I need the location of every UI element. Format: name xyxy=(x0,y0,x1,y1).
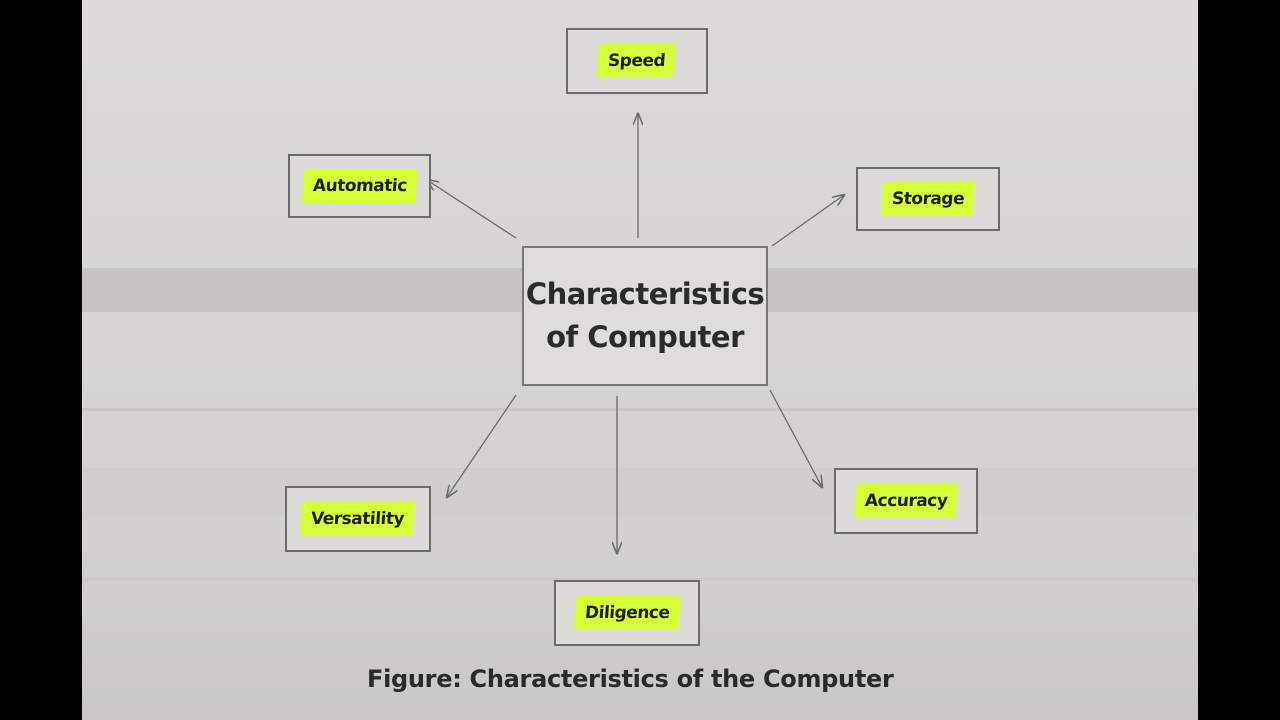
arrow-to-automatic xyxy=(427,180,517,239)
rule-line xyxy=(82,578,1198,581)
node-accuracy: Accuracy xyxy=(834,468,978,534)
node-speed-label: Speed xyxy=(597,44,677,78)
node-diligence: Diligence xyxy=(554,580,700,646)
arrow-to-storage xyxy=(771,195,844,247)
node-versatility: Versatility xyxy=(285,486,431,552)
shaded-band xyxy=(82,468,1198,516)
node-diligence-label: Diligence xyxy=(573,596,681,630)
figure-caption: Figure: Characteristics of the Computer xyxy=(367,665,894,693)
node-versatility-label: Versatility xyxy=(300,502,416,536)
arrow-to-versatility xyxy=(447,394,517,497)
rule-line xyxy=(82,408,1198,411)
center-node: Characteristics of Computer xyxy=(522,246,768,386)
node-automatic-label: Automatic xyxy=(301,169,418,203)
center-title-line2: of Computer xyxy=(546,320,744,354)
node-automatic: Automatic xyxy=(288,154,431,218)
center-title-line1: Characteristics xyxy=(525,276,765,311)
node-storage: Storage xyxy=(856,167,1000,231)
node-accuracy-label: Accuracy xyxy=(853,484,959,518)
node-storage-label: Storage xyxy=(880,182,976,216)
connector-arrows xyxy=(82,0,1198,720)
arrow-to-accuracy xyxy=(769,389,822,487)
page-paper: Characteristics of Computer Speed Automa… xyxy=(82,0,1198,720)
node-speed: Speed xyxy=(566,28,708,94)
